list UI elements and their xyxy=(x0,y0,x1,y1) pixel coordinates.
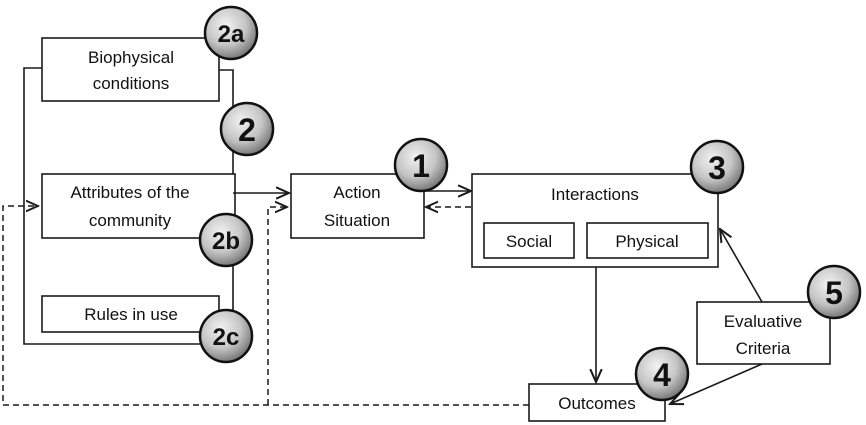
outcomes-label: Outcomes xyxy=(558,394,635,413)
badge-1: 1 xyxy=(393,137,449,193)
badge-2c: 2c xyxy=(198,308,254,364)
svg-text:5: 5 xyxy=(825,275,843,311)
evaluative-label-1: Evaluative xyxy=(724,312,802,331)
svg-text:2: 2 xyxy=(238,112,256,148)
action-situation-box xyxy=(290,173,425,239)
badge-2: 2 xyxy=(219,101,275,157)
badge-4: 4 xyxy=(634,346,690,402)
evaluative-box xyxy=(696,301,831,365)
badge-3: 3 xyxy=(689,139,745,195)
attributes-label-1: Attributes of the xyxy=(70,183,189,202)
biophysical-label-1: Biophysical xyxy=(88,48,174,67)
svg-text:4: 4 xyxy=(653,357,671,393)
arrow-evaluative-to-interactions xyxy=(720,229,763,303)
rules-box xyxy=(41,295,220,333)
biophysical-label-2: conditions xyxy=(93,74,170,93)
attributes-label-2: community xyxy=(89,211,172,230)
physical-label: Physical xyxy=(615,232,678,251)
rules-label: Rules in use xyxy=(84,305,178,324)
feedback-outcomes-to-action xyxy=(267,207,287,405)
svg-text:2c: 2c xyxy=(213,324,240,351)
badge-2b: 2b xyxy=(198,212,254,268)
svg-text:3: 3 xyxy=(708,150,726,186)
social-box xyxy=(483,222,575,259)
svg-text:2a: 2a xyxy=(218,21,245,48)
badge-2a: 2a xyxy=(203,5,259,61)
feedback-outcomes-to-context xyxy=(2,206,529,406)
badge-5: 5 xyxy=(806,264,862,320)
action-label-2: Situation xyxy=(324,211,390,230)
physical-box xyxy=(586,222,709,259)
social-label: Social xyxy=(506,232,552,251)
svg-text:2b: 2b xyxy=(212,228,240,255)
interactions-title: Interactions xyxy=(551,185,639,204)
arrow-evaluative-to-outcomes xyxy=(670,363,763,404)
action-label-1: Action xyxy=(333,183,380,202)
evaluative-label-2: Criteria xyxy=(736,339,791,358)
svg-text:1: 1 xyxy=(412,148,430,184)
biophysical-box xyxy=(41,37,220,102)
